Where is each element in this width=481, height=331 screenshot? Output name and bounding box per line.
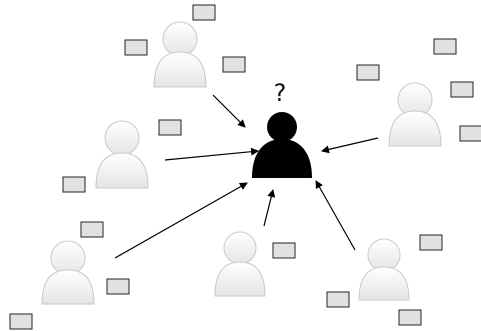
attribute-box [106, 278, 130, 295]
attribute-box [62, 176, 86, 193]
attribute-box [419, 234, 443, 251]
arrow-bottom-left [114, 182, 248, 259]
attribute-box [433, 38, 457, 55]
attribute-box [450, 81, 474, 98]
attribute-box [398, 309, 422, 326]
attribute-box [326, 291, 350, 308]
ghost-person-icon [153, 21, 207, 88]
ghost-person-icon [358, 238, 410, 301]
arrow-left [164, 147, 259, 161]
arrow-right [321, 137, 379, 154]
peripheral-persons [41, 21, 442, 305]
ghost-person-icon [214, 231, 266, 297]
attribute-box [192, 4, 216, 21]
attribute-box [80, 221, 104, 238]
attribute-box [459, 125, 481, 142]
arrow-top [212, 94, 246, 128]
attribute-boxes [9, 4, 481, 330]
arrow-bottom-right [315, 180, 356, 251]
attribute-box [356, 64, 380, 81]
attribute-box [158, 119, 182, 136]
attribute-box [222, 56, 246, 73]
attribute-box [272, 242, 296, 259]
attribute-box [9, 313, 33, 330]
ghost-person-icon [95, 120, 149, 189]
question-mark: ? [274, 79, 287, 107]
attribute-box [124, 39, 148, 56]
arrow-bottom-center [263, 189, 276, 227]
ghost-person-icon [388, 82, 442, 147]
center-person-icon [252, 112, 312, 178]
center-person: ? [252, 79, 312, 178]
arrows [114, 94, 379, 259]
ghost-person-icon [41, 240, 95, 305]
